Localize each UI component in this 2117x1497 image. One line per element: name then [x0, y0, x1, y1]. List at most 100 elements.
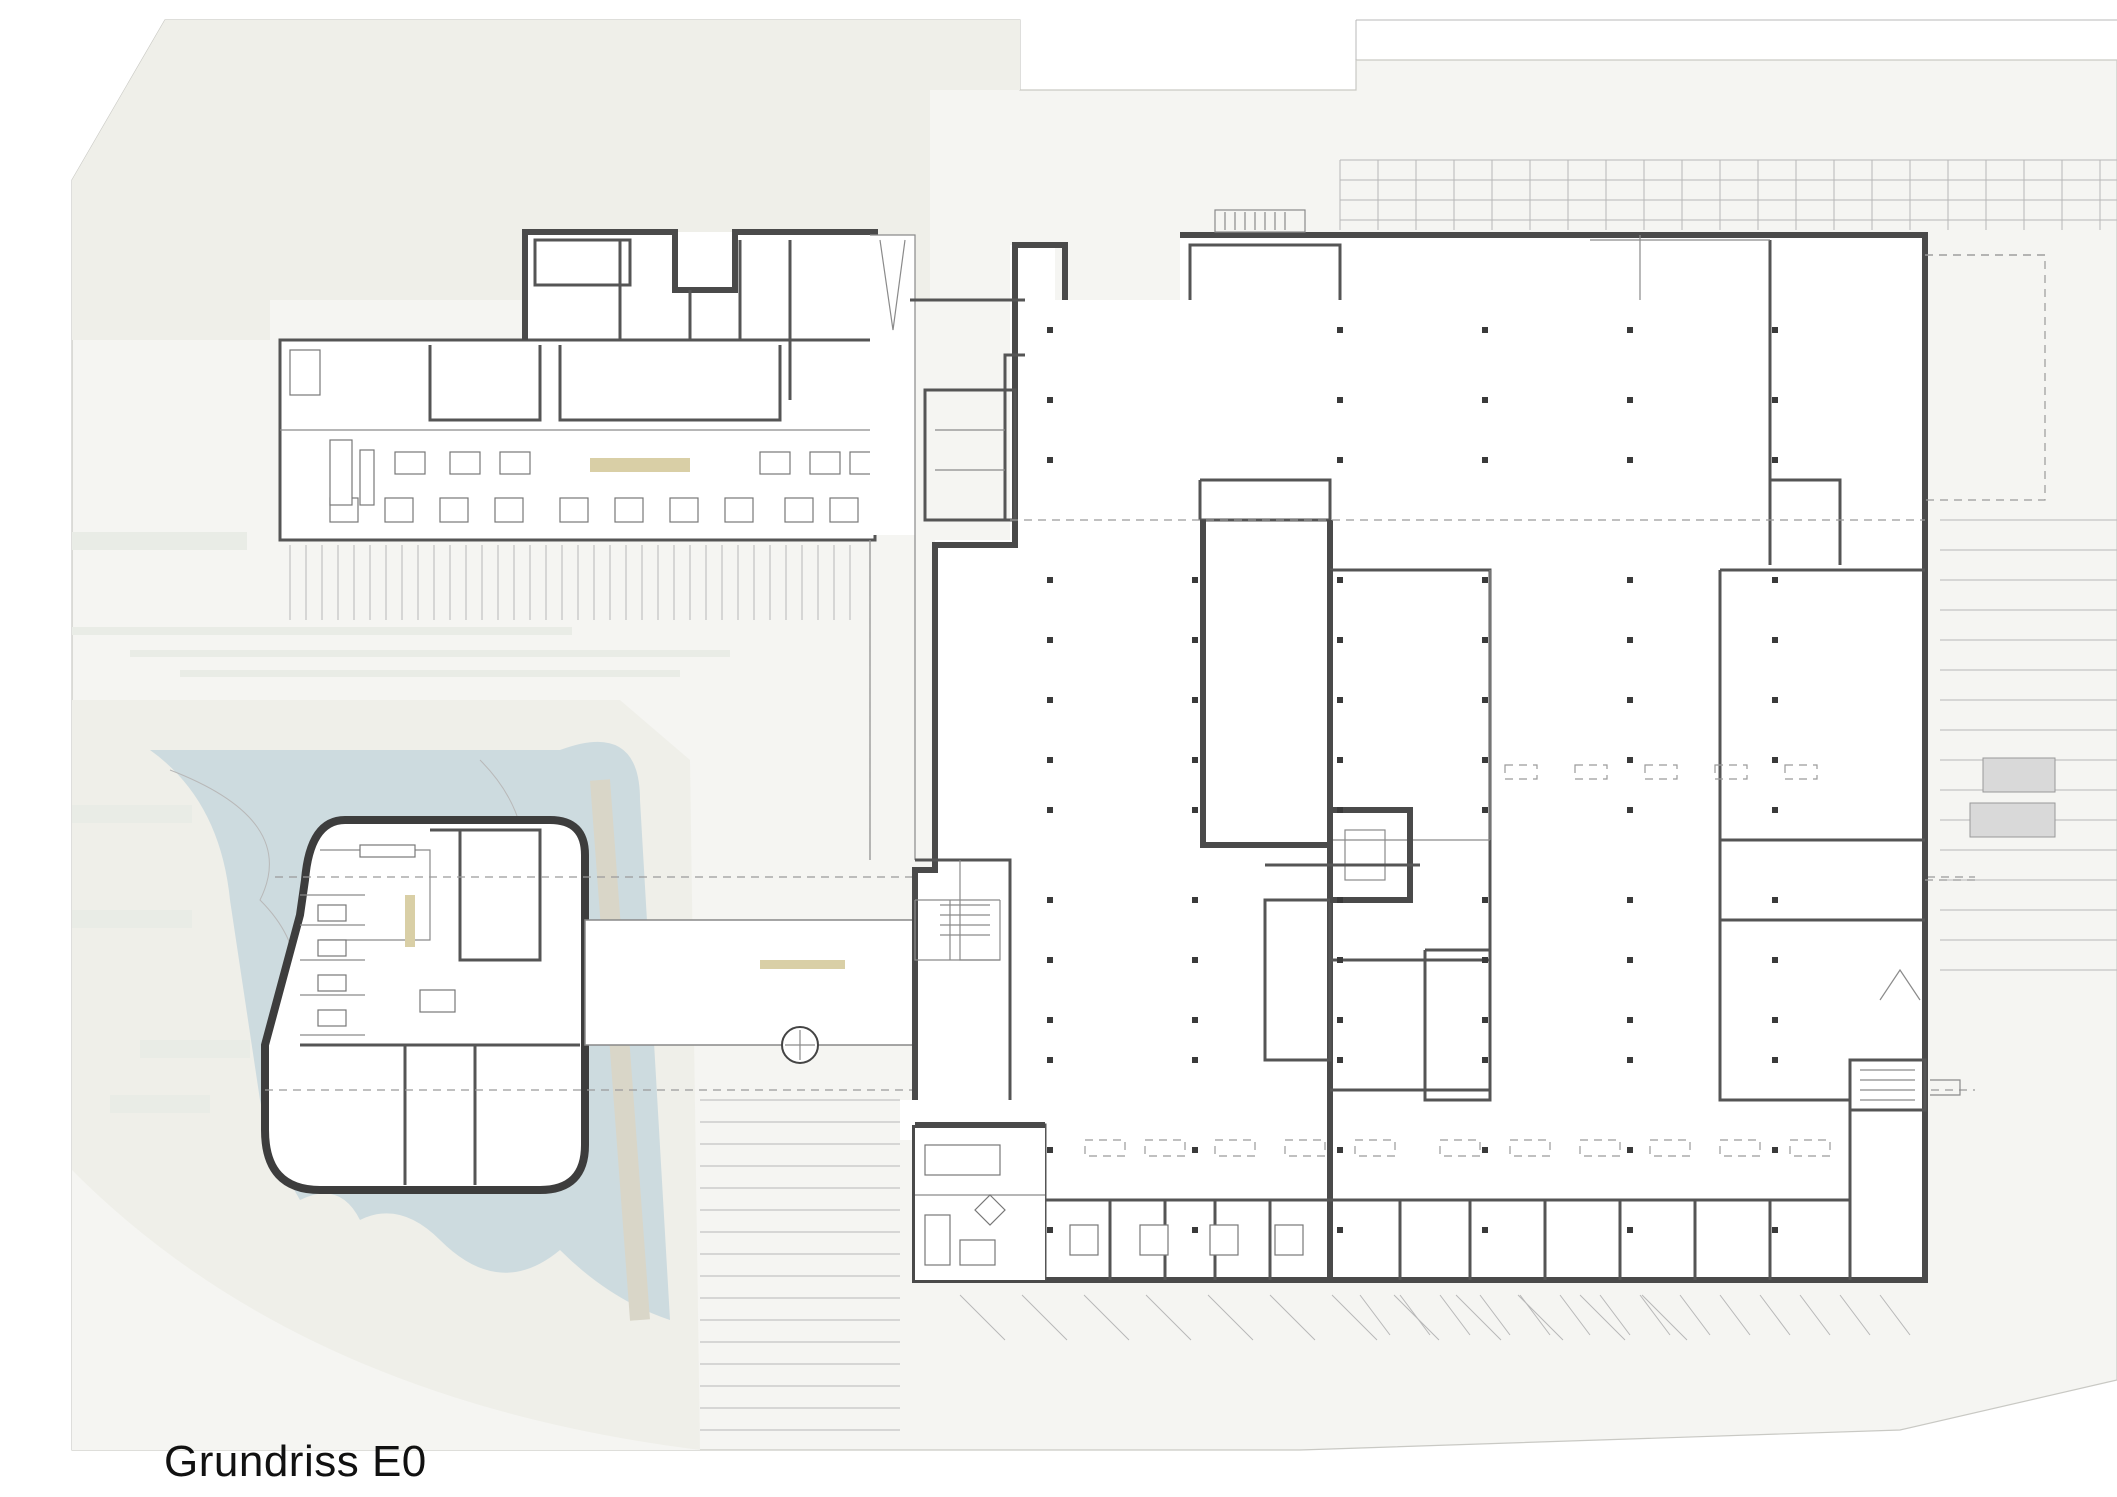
drawing-title: Grundriss E0 [164, 1437, 427, 1486]
structural-column [1192, 807, 1198, 813]
structural-column [1337, 697, 1343, 703]
parked-vehicles [1930, 757, 2056, 1096]
skylight-marker [1789, 1139, 1831, 1157]
structural-column [1482, 397, 1488, 403]
structural-column [1047, 1017, 1053, 1023]
parking-line [1359, 1294, 1391, 1336]
dining-table [759, 451, 791, 475]
structural-column [1047, 897, 1053, 903]
dining-table [829, 497, 859, 523]
southwest-office [915, 1122, 1304, 1280]
meeting-table [359, 449, 375, 506]
dining-table [614, 497, 644, 523]
structural-column [1772, 1147, 1778, 1153]
skylight-marker [1719, 1139, 1761, 1157]
structural-column [1772, 327, 1778, 333]
parking-line [1759, 1294, 1791, 1336]
structural-column [1772, 897, 1778, 903]
structural-column [1047, 327, 1053, 333]
structural-column [1482, 697, 1488, 703]
structural-column [1772, 807, 1778, 813]
structural-column [1337, 1227, 1343, 1233]
structural-column [1482, 957, 1488, 963]
structural-column [1047, 1227, 1053, 1233]
skylight-marker [1284, 1139, 1326, 1157]
desk [317, 974, 347, 992]
structural-column [1337, 957, 1343, 963]
structural-column [1627, 577, 1633, 583]
structural-column [1482, 457, 1488, 463]
structural-column [1337, 577, 1343, 583]
parking-line [1639, 1294, 1671, 1336]
dining-table [809, 451, 841, 475]
skylight-marker [1644, 764, 1678, 780]
pod-building [261, 816, 589, 1194]
dining-table [384, 497, 414, 523]
structural-column [1627, 1147, 1633, 1153]
desk [317, 939, 347, 957]
parking-line [1331, 1294, 1378, 1341]
skylight-marker [1354, 1139, 1396, 1157]
parking-line [1599, 1294, 1631, 1336]
structural-column [1337, 397, 1343, 403]
office-desk [1139, 1224, 1169, 1256]
dining-table [669, 497, 699, 523]
parking-line [1799, 1294, 1831, 1336]
structural-column [1627, 1057, 1633, 1063]
structural-column [1337, 327, 1343, 333]
structural-column [1192, 1017, 1198, 1023]
desk [317, 1009, 347, 1027]
meeting-table [329, 439, 353, 506]
structural-column [1337, 897, 1343, 903]
parking-line [1579, 1294, 1626, 1341]
skylight-marker [1504, 764, 1538, 780]
north-arrow-icon [1879, 968, 1921, 1001]
northwest-wing [278, 229, 881, 542]
dining-table [494, 497, 524, 523]
parking-line [1679, 1294, 1711, 1336]
office-desk [1069, 1224, 1099, 1256]
structural-column [1337, 1057, 1343, 1063]
structural-column [1337, 757, 1343, 763]
structural-column [1337, 1017, 1343, 1023]
parking-line [1439, 1294, 1471, 1336]
counter [359, 844, 416, 858]
meeting-table [289, 349, 321, 396]
structural-column [1482, 577, 1488, 583]
parking-line [1479, 1294, 1511, 1336]
structural-column [1482, 1017, 1488, 1023]
structural-column [1627, 457, 1633, 463]
structural-column [1337, 807, 1343, 813]
structural-column [1482, 327, 1488, 333]
parking-line [1879, 1294, 1911, 1336]
structural-column [1772, 957, 1778, 963]
structural-column [1772, 1017, 1778, 1023]
structural-column [1627, 897, 1633, 903]
dining-table [784, 497, 814, 523]
structural-column [1047, 807, 1053, 813]
structural-column [1772, 637, 1778, 643]
dining-table [394, 451, 426, 475]
parking-stripes [72, 159, 2117, 1431]
skylight-marker [1439, 1139, 1481, 1157]
main-hall [900, 209, 2046, 1283]
structural-column [1047, 957, 1053, 963]
structural-column [1337, 637, 1343, 643]
structural-column [1192, 1147, 1198, 1153]
structural-column [1482, 637, 1488, 643]
skylight-marker [1579, 1139, 1621, 1157]
desk [317, 904, 347, 922]
skylight-marker [1574, 764, 1608, 780]
structural-column [1337, 457, 1343, 463]
structural-column [1627, 1227, 1633, 1233]
structural-column [1772, 697, 1778, 703]
structural-column [1482, 757, 1488, 763]
office-desk [1209, 1224, 1239, 1256]
structural-column [1337, 1147, 1343, 1153]
parking-line [959, 1294, 1006, 1341]
parking-line [1641, 1294, 1688, 1341]
structural-column [1627, 397, 1633, 403]
structural-column [1192, 697, 1198, 703]
structural-column [1047, 457, 1053, 463]
